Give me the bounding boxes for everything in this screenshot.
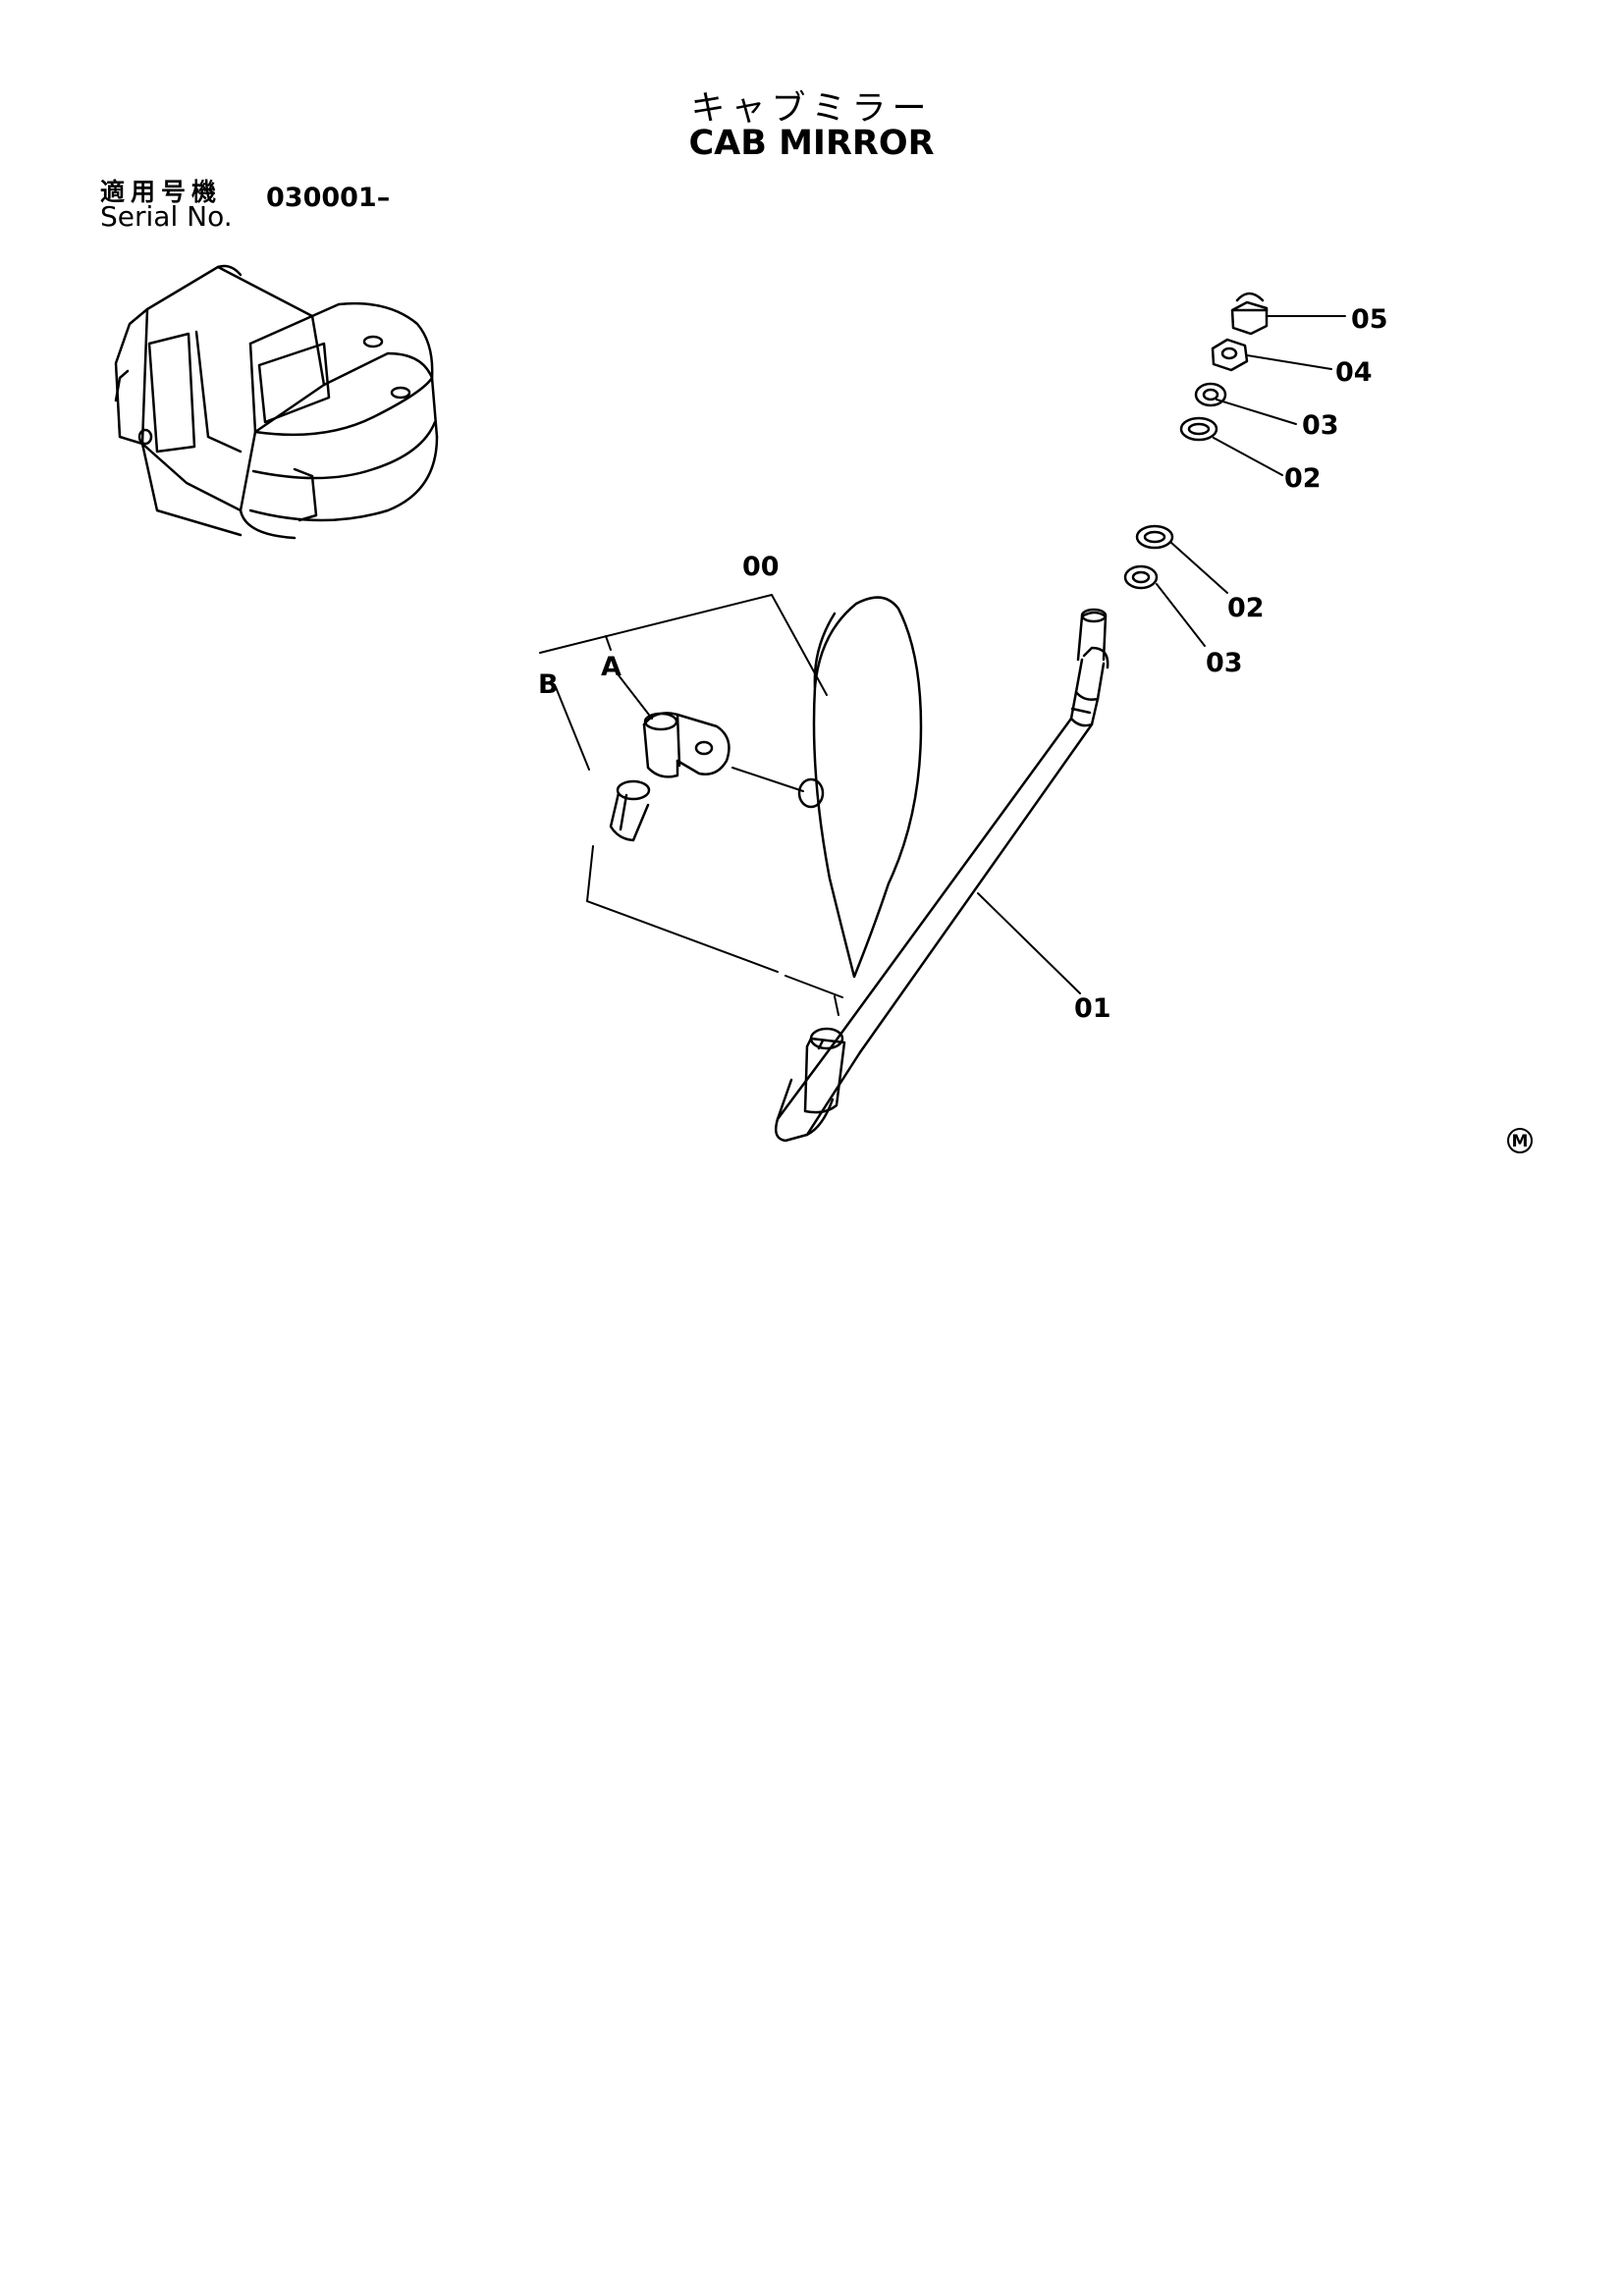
- callout-03-top: 03: [1302, 410, 1339, 441]
- m-mark-letter: M: [1512, 1132, 1529, 1151]
- callout-02-top: 02: [1284, 463, 1322, 494]
- callout-b: B: [538, 669, 559, 700]
- title-japanese: キャブミラー: [690, 89, 933, 129]
- mirror-glass: [797, 596, 923, 979]
- callout-a: A: [601, 652, 622, 682]
- callout-04: 04: [1335, 357, 1373, 388]
- bracket-a: [642, 712, 804, 792]
- bushing-b: [609, 779, 651, 842]
- mirror-stay-rod: [775, 608, 1109, 1143]
- callout-03: 03: [1206, 648, 1243, 678]
- hardware-set: [1179, 292, 1269, 442]
- serial-label-english: Serial No.: [100, 200, 233, 233]
- subassembly-leader-lines: [539, 594, 843, 1016]
- callout-leaders: [977, 315, 1346, 994]
- callout-01: 01: [1074, 993, 1111, 1024]
- callout-05: 05: [1351, 304, 1388, 335]
- callout-02: 02: [1227, 593, 1265, 623]
- circled-m-mark: M: [1507, 1128, 1533, 1153]
- callout-00: 00: [742, 552, 780, 582]
- serial-number-value: 030001–: [266, 183, 391, 213]
- stay-washers: [1123, 524, 1174, 590]
- cab-thumbnail-illustration: [114, 264, 439, 540]
- serial-label-japanese: 適用号機: [100, 178, 223, 206]
- title-english: CAB MIRROR: [688, 124, 935, 163]
